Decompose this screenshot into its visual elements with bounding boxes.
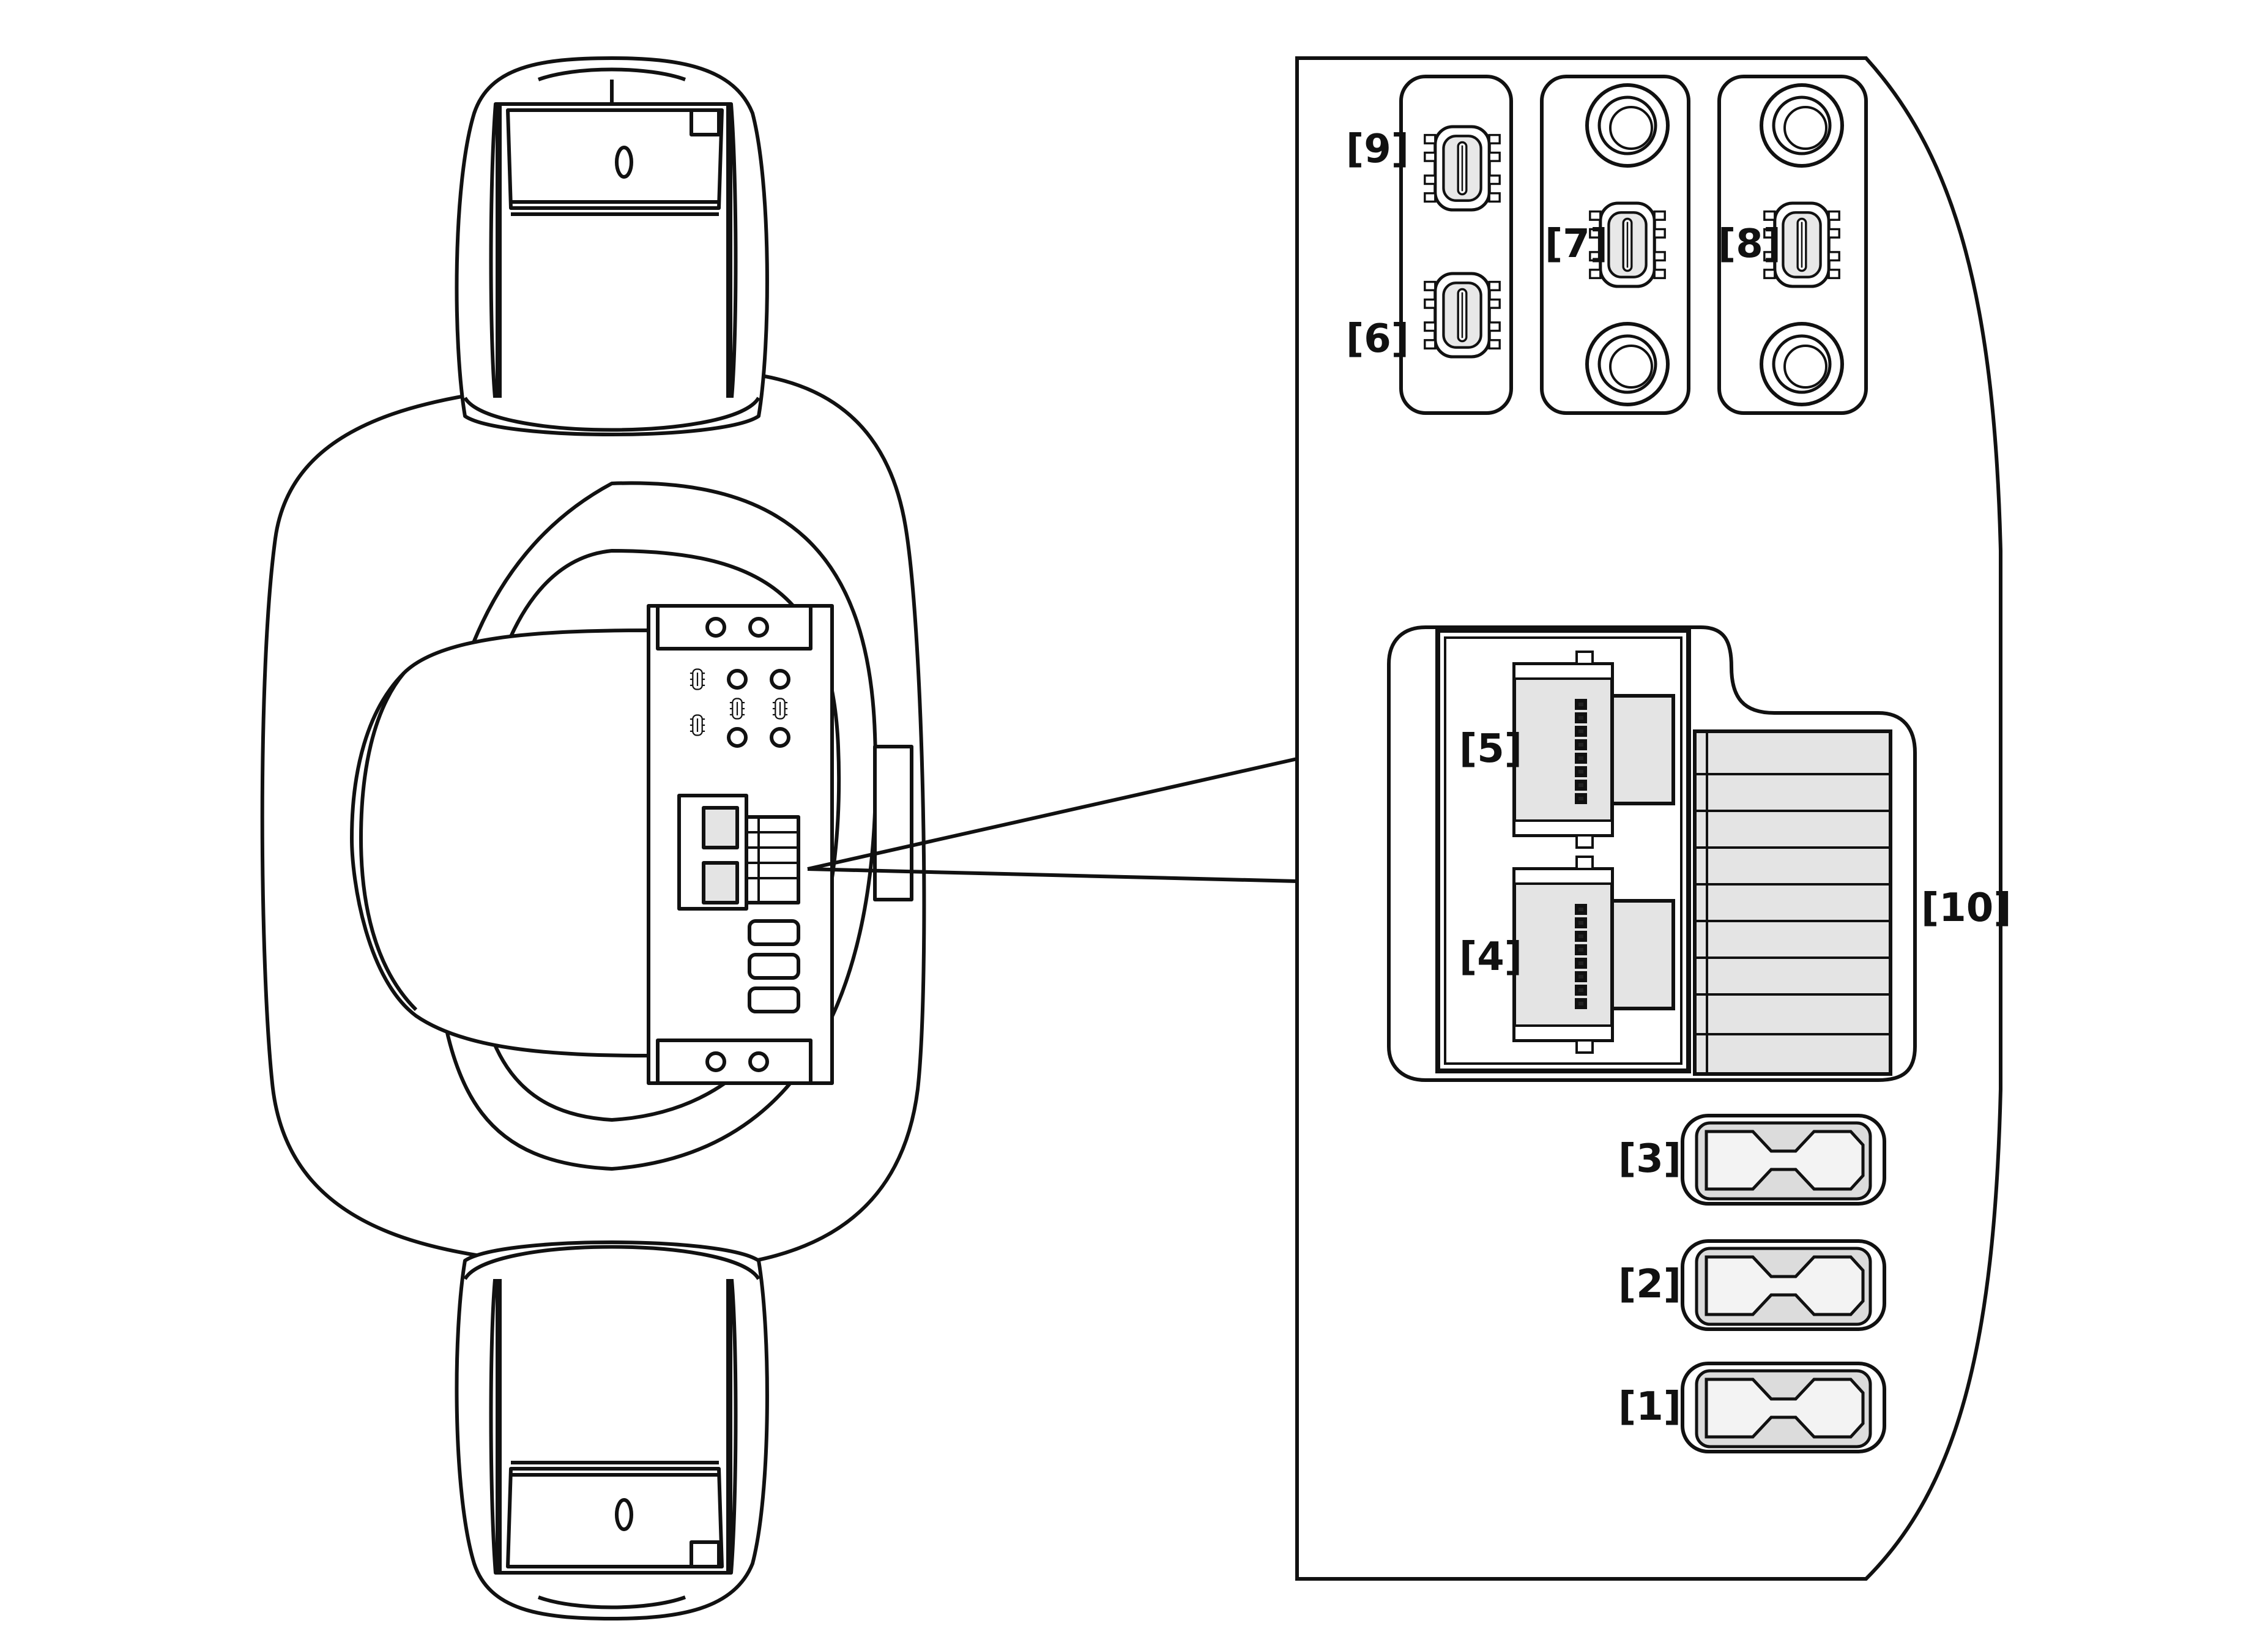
lower-wheel	[455, 1240, 769, 1620]
detail-panel	[1295, 56, 2002, 1581]
connector-plate	[647, 604, 834, 1085]
label-10: [10]	[1921, 886, 2012, 931]
label-8: [8]	[1718, 222, 1781, 267]
label-9: [9]	[1346, 127, 1409, 172]
front-hood	[350, 628, 650, 1057]
label-6: [6]	[1346, 316, 1409, 362]
label-5: [5]	[1459, 726, 1522, 772]
upper-wheel	[455, 56, 769, 436]
device-illustration	[260, 56, 926, 1620]
label-3: [3]	[1618, 1136, 1681, 1182]
terminal-strip	[1693, 729, 1892, 1076]
label-1: [1]	[1618, 1384, 1681, 1430]
callout-leader	[807, 757, 1298, 883]
label-4: [4]	[1459, 934, 1522, 980]
callout-labels: [9] [6] [7] [8] [5] [4] [10] [3] [2] [1]	[1346, 127, 2012, 1430]
label-2: [2]	[1618, 1262, 1681, 1307]
label-7: [7]	[1545, 222, 1608, 267]
